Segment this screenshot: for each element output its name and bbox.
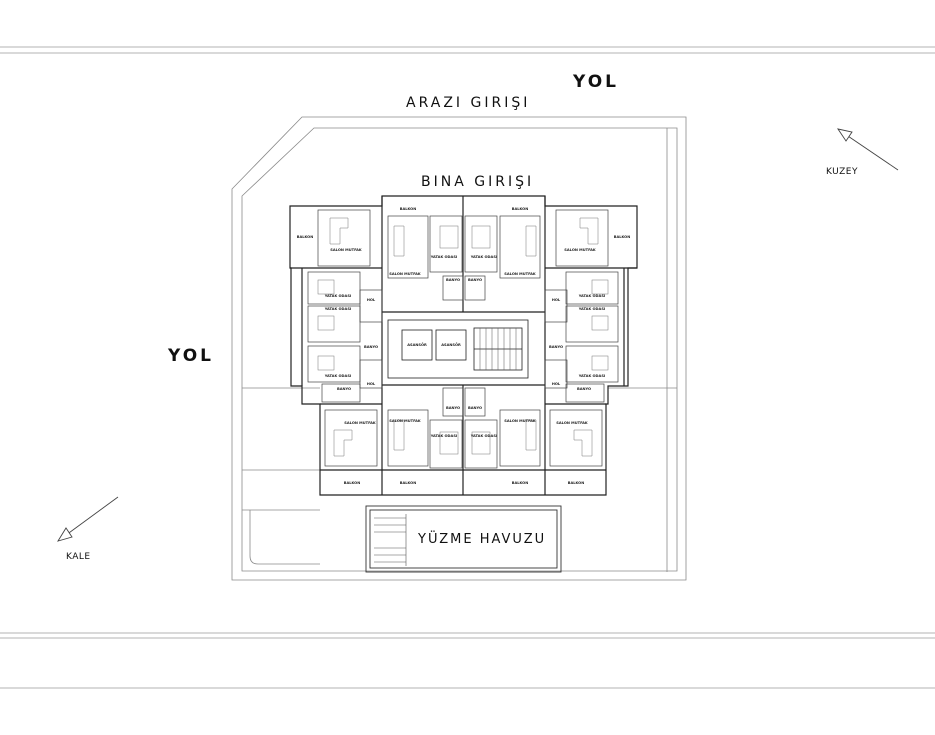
room-label: BALKON bbox=[400, 481, 417, 485]
room-label: SALON MUTFAK bbox=[330, 248, 362, 252]
road-label-top: YOL bbox=[573, 72, 619, 92]
room-label: BANYO bbox=[468, 406, 482, 410]
room-label: HOL bbox=[552, 298, 561, 302]
room-label: BALKON bbox=[512, 207, 529, 211]
room-label: BALKON bbox=[512, 481, 529, 485]
room-label: SALON MUTFAK bbox=[504, 419, 536, 423]
room-label: SALON MUTFAK bbox=[389, 419, 421, 423]
room-label: HOL bbox=[367, 382, 376, 386]
room-label: YATAK ODASI bbox=[430, 255, 458, 259]
building-entrance-label: BINA GIRIŞI bbox=[421, 174, 535, 190]
furniture bbox=[317, 217, 609, 457]
site-boundary bbox=[231, 116, 687, 581]
room-label: SALON MUTFAK bbox=[344, 421, 376, 425]
road-lines bbox=[0, 46, 935, 689]
stair-core bbox=[387, 319, 529, 379]
room-label: BALKON bbox=[400, 207, 417, 211]
room-label: HOL bbox=[367, 298, 376, 302]
room-label: BALKON bbox=[344, 481, 361, 485]
room-label: SALON MUTFAK bbox=[564, 248, 596, 252]
room-label: BALKON bbox=[297, 235, 314, 239]
room-label: YATAK ODASI bbox=[324, 307, 352, 311]
room-label: BANYO bbox=[337, 387, 351, 391]
room-label: YATAK ODASI bbox=[324, 294, 352, 298]
room-label: BALKON bbox=[568, 481, 585, 485]
room-label: YATAK ODASI bbox=[470, 434, 498, 438]
room-label: BANYO bbox=[446, 406, 460, 410]
castle-label: KALE bbox=[66, 552, 91, 562]
site-entrance-label: ARAZI GIRIŞI bbox=[406, 95, 531, 111]
room-label: YATAK ODASI bbox=[578, 307, 606, 311]
north-arrow-icon bbox=[837, 128, 899, 171]
pool bbox=[365, 505, 562, 573]
room-label: ASANSÖR bbox=[441, 342, 461, 347]
castle-arrow-icon bbox=[57, 496, 119, 542]
room-label: YATAK ODASI bbox=[470, 255, 498, 259]
room-label: SALON MUTFAK bbox=[389, 272, 421, 276]
room-labels: BALKON BALKON BALKON BALKON BALKON BALKO… bbox=[297, 207, 631, 485]
room-label: YATAK ODASI bbox=[430, 434, 458, 438]
interior-walls bbox=[307, 209, 619, 469]
room-label: BANYO bbox=[446, 278, 460, 282]
room-label: BANYO bbox=[364, 345, 378, 349]
room-label: SALON MUTFAK bbox=[556, 421, 588, 425]
room-label: SALON MUTFAK bbox=[504, 272, 536, 276]
room-label: YATAK ODASI bbox=[324, 374, 352, 378]
pool-label: YÜZME HAVUZU bbox=[418, 532, 547, 547]
room-label: YATAK ODASI bbox=[578, 374, 606, 378]
room-label: BANYO bbox=[468, 278, 482, 282]
room-label: HOL bbox=[552, 382, 561, 386]
road-label-left: YOL bbox=[168, 346, 214, 366]
room-label: ASANSÖR bbox=[407, 342, 427, 347]
room-label: YATAK ODASI bbox=[578, 294, 606, 298]
north-label: KUZEY bbox=[826, 167, 858, 177]
room-label: BALKON bbox=[614, 235, 631, 239]
room-label: BANYO bbox=[549, 345, 563, 349]
room-label: BANYO bbox=[577, 387, 591, 391]
building-outline bbox=[289, 195, 638, 496]
